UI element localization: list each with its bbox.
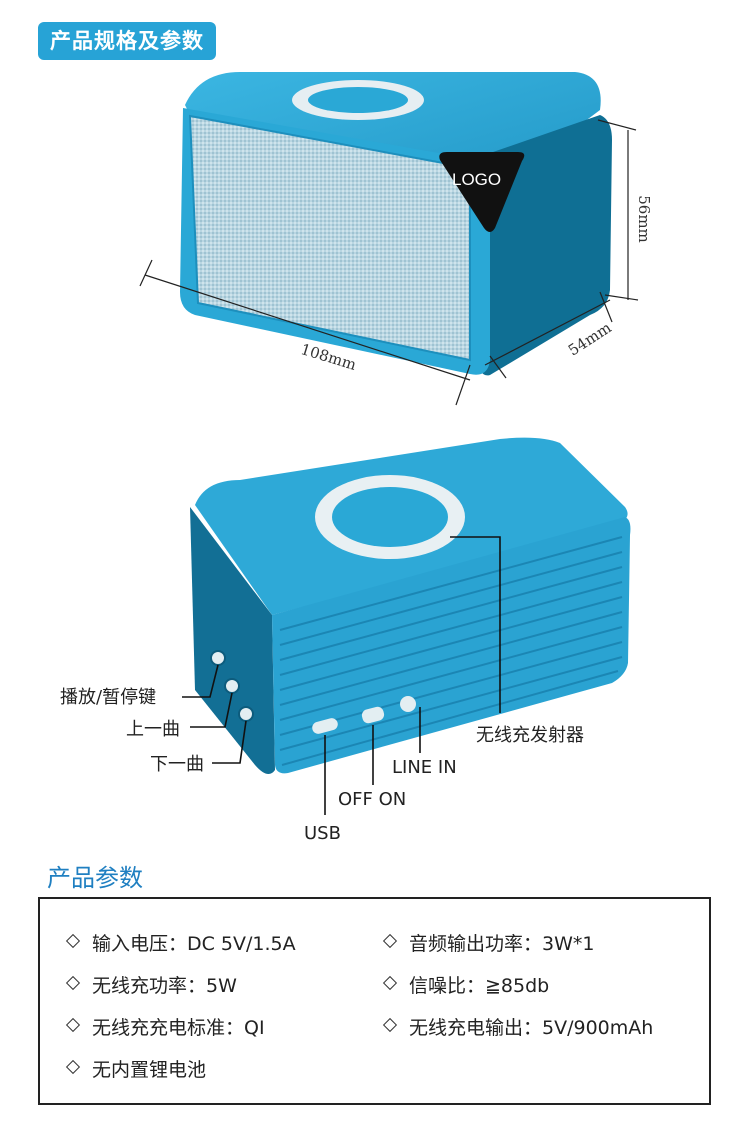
line-in-port-shape bbox=[400, 696, 416, 712]
param-item: 无线充充电标准：QI bbox=[65, 1013, 265, 1040]
usb-port-shape bbox=[312, 718, 338, 734]
rear-ribbing bbox=[279, 536, 623, 766]
diamond-icon bbox=[65, 933, 81, 949]
logo-label: LOGO bbox=[452, 170, 502, 189]
param-item: 音频输出功率：3W*1 bbox=[382, 929, 594, 956]
height-dimension-label: 56mm bbox=[634, 195, 653, 243]
diamond-icon bbox=[65, 975, 81, 991]
callout-play-pause: 播放/暂停键 bbox=[60, 687, 157, 708]
params-box: 输入电压：DC 5V/1.5A 音频输出功率：3W*1 无线充功率：5W 信噪比… bbox=[38, 897, 711, 1105]
speaker-front-view: LOGO 108mm 54mm 56mm bbox=[0, 60, 750, 415]
play-pause-button-shape bbox=[210, 650, 226, 666]
callout-off-on: OFF ON bbox=[338, 789, 407, 810]
callout-usb: USB bbox=[304, 823, 341, 844]
rear-back-face bbox=[272, 517, 631, 774]
param-item: 无线充电输出：5V/900mAh bbox=[382, 1013, 653, 1040]
callout-prev: 上一曲 bbox=[126, 719, 180, 740]
param-item: 输入电压：DC 5V/1.5A bbox=[65, 929, 296, 956]
page-title-badge: 产品规格及参数 bbox=[38, 22, 216, 60]
rear-charging-ring-inner bbox=[332, 487, 448, 547]
params-section-title: 产品参数 bbox=[47, 864, 143, 892]
callout-wireless-transmitter: 无线充发射器 bbox=[476, 725, 584, 746]
diamond-icon bbox=[65, 1059, 81, 1075]
callout-next: 下一曲 bbox=[150, 754, 204, 775]
prev-button-shape bbox=[224, 678, 240, 694]
diamond-icon bbox=[382, 975, 398, 991]
param-item: 信噪比：≧85db bbox=[382, 971, 549, 998]
speaker-front-illustration bbox=[139, 72, 639, 406]
param-item: 无内置锂电池 bbox=[65, 1055, 206, 1082]
callout-line-in: LINE IN bbox=[392, 757, 457, 778]
logo-triangle bbox=[439, 152, 525, 232]
speaker-grille bbox=[188, 114, 471, 362]
rear-left-face bbox=[190, 507, 275, 774]
charging-ring-inner bbox=[308, 87, 408, 113]
next-button-shape bbox=[238, 706, 254, 722]
diamond-icon bbox=[382, 933, 398, 949]
speaker-rear-illustration bbox=[182, 437, 631, 815]
diamond-icon bbox=[382, 1017, 398, 1033]
diamond-icon bbox=[65, 1017, 81, 1033]
speaker-rear-view: 播放/暂停键 上一曲 下一曲 无线充发射器 LINE IN OFF ON USB bbox=[0, 425, 750, 855]
switch-shape bbox=[361, 706, 385, 724]
param-item: 无线充功率：5W bbox=[65, 971, 237, 998]
